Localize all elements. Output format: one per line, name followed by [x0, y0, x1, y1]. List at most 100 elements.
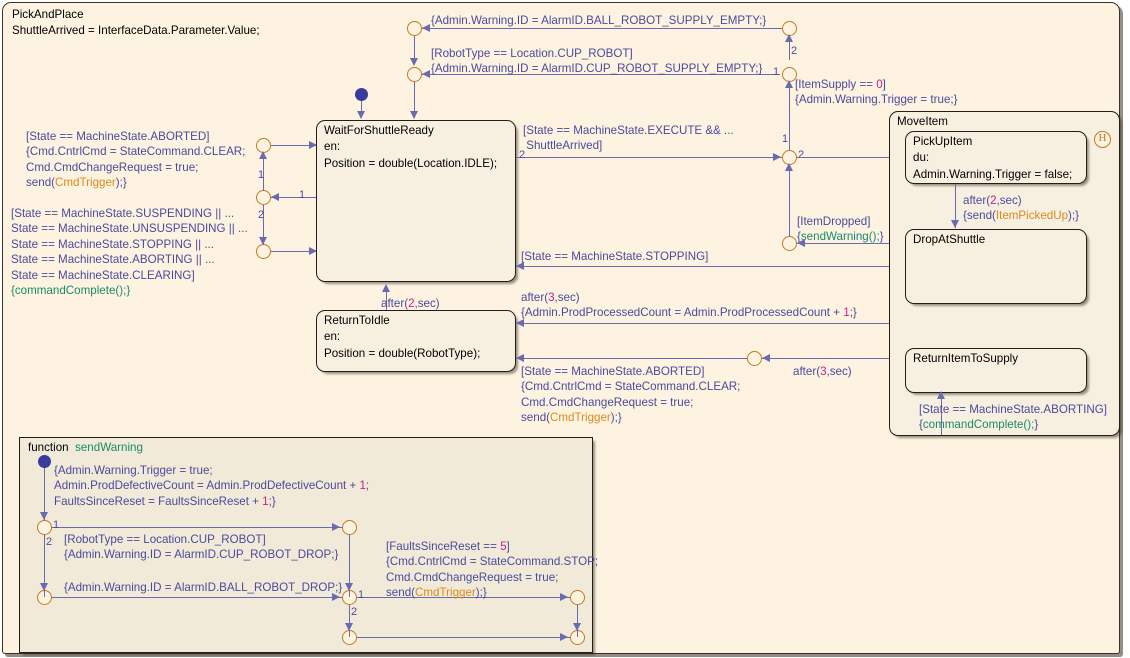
line-fn-ball-vert	[44, 535, 46, 597]
label-fn-cup-branch: [RobotType == Location.CUP_ROBOT] {Admin.…	[64, 532, 338, 563]
after3-pc-pre: after(	[521, 291, 549, 304]
after2-post: ,sec)	[414, 297, 440, 310]
aborted-left-l4-post: );}	[115, 176, 127, 190]
aborted-mid-l4-pre: send(	[521, 411, 551, 425]
label-cup-robot-cond: [RobotType == Location.CUP_ROBOT]	[431, 47, 633, 60]
after2-num: 2	[408, 297, 415, 310]
line-aborting-inner	[941, 393, 943, 435]
arrow-item-dropped-up	[785, 163, 793, 171]
junction-fn-branch[interactable]	[37, 520, 52, 535]
arrow-default-transition	[357, 111, 365, 119]
junction-cup-supply-left[interactable]	[407, 67, 422, 82]
label-fn-entry: {Admin.Warning.Trigger = true;Admin.Prod…	[54, 463, 369, 509]
state-return-item-label: ReturnItemToSupply	[913, 351, 1082, 367]
aborting-inner-l1: [State == MachineState.ABORTING]	[919, 403, 1107, 416]
junction-mid-left[interactable]	[256, 190, 271, 205]
fn-entry-l2-num: 1	[359, 479, 366, 493]
after2-pre: after(	[381, 297, 409, 310]
fn-entry-l3-pre: FaultsSinceReset = FaultsSinceReset +	[54, 494, 263, 508]
fn-cup-l2: {Admin.Warning.ID = AlarmID.CUP_ROBOT_DR…	[64, 548, 339, 562]
function-keyword: function	[28, 441, 69, 454]
label-aborted-mid: [State == MachineState.ABORTED]{Cmd.Cntr…	[521, 364, 740, 426]
fn-entry-l2-post: ;	[365, 479, 370, 493]
arrow-pickup-to-drop	[951, 220, 959, 228]
aborted-mid-l1: [State == MachineState.ABORTED]	[521, 365, 705, 378]
arrow-cup-to-wait	[410, 111, 418, 119]
label-fn-ball-branch: {Admin.Warning.ID = AlarmID.BALL_ROBOT_D…	[64, 581, 343, 594]
state-return-idle-action: Position = double(RobotType);	[324, 346, 481, 360]
fn-cup-l1: [RobotType == Location.CUP_ROBOT]	[64, 533, 266, 546]
arrow-execute-to-junc	[773, 153, 781, 161]
item-supply-cond-num: 0	[876, 78, 883, 91]
junction-ball-supply-left[interactable]	[407, 21, 422, 36]
arrow-aborted-mid-right	[762, 354, 770, 362]
arrow-fn-faults-down	[573, 623, 581, 631]
fn-faults-l1-pre: [FaultsSinceReset ==	[386, 540, 501, 553]
state-drop-name: DropAtShuttle	[913, 233, 986, 246]
line-pickup-to-drop	[955, 184, 957, 228]
state-wait-en: en:	[324, 140, 341, 154]
line-stopping	[516, 266, 905, 268]
history-junction[interactable]: H	[1094, 131, 1111, 148]
order-fn-cup: 1	[53, 519, 60, 531]
item-dropped-l1: [ItemDropped]	[797, 215, 871, 228]
line-suspending-to-state	[271, 251, 317, 253]
line-execute-to-junc	[516, 157, 782, 159]
arrow-right-junc-chain	[785, 34, 793, 42]
state-drop-at-shuttle[interactable]: DropAtShuttle	[905, 229, 1087, 304]
junction-item-dropped[interactable]	[782, 236, 797, 251]
aborted-mid-l3: Cmd.CmdChangeRequest = true;	[521, 395, 694, 409]
superstate-move-item-label: MoveItem	[897, 115, 948, 128]
label-after3-prodcount: after(3,sec){Admin.ProdProcessedCount = …	[521, 290, 857, 321]
line-return-to-wait	[386, 286, 388, 310]
junction-fn-cup-dest[interactable]	[342, 520, 357, 535]
arrow-stopping	[516, 262, 524, 270]
arrow-aborted-mid-left	[516, 354, 524, 362]
junction-aborted-mid[interactable]	[747, 351, 762, 366]
default-transition-dot	[355, 88, 368, 101]
fn-faults-l2: {Cmd.CntrlCmd = StateCommand.STOP;	[386, 555, 599, 569]
junction-fn-faults-dest[interactable]	[570, 590, 585, 605]
aborted-left-l4-pre: send(	[26, 176, 56, 190]
after2pu-l2-post: );}	[1068, 209, 1080, 223]
fn-faults-l1-num: 5	[500, 540, 507, 553]
arrow-aborting-inner	[937, 391, 945, 399]
aborted-left-l4-event: CmdTrigger	[55, 176, 116, 190]
aborting-inner-l2-post: }	[1034, 418, 1039, 432]
after2pu-num: 2	[990, 194, 997, 207]
line-item-supply	[789, 82, 791, 157]
line-state-to-mid	[271, 197, 317, 199]
order-execute-dst: 2	[798, 149, 805, 161]
item-supply-cond-pre: [ItemSupply ==	[795, 78, 877, 91]
order-fn-merge-down: 2	[351, 606, 358, 618]
arrow-fn-cup-branch	[332, 523, 340, 531]
function-default-dot	[38, 455, 51, 468]
line-fn-cup-branch	[52, 527, 342, 529]
state-return-item-to-supply[interactable]: ReturnItemToSupply	[905, 348, 1087, 393]
line-drop-to-itemdropped	[797, 243, 905, 245]
label-aborting-inner: [State == MachineState.ABORTING]{command…	[919, 402, 1107, 433]
state-pickup-du: du:	[913, 151, 930, 165]
junction-suspending-left[interactable]	[256, 244, 271, 259]
line-fn-merge-down	[349, 605, 351, 637]
arrow-fn-ball-branch	[332, 593, 340, 601]
state-wait-action: Position = double(Location.IDLE);	[324, 156, 498, 170]
aborted-mid-l4-post: );}	[610, 411, 622, 425]
arrow-state-to-mid	[271, 193, 279, 201]
arrow-fn-bottom	[560, 633, 568, 641]
arrow-ball-supply	[422, 24, 430, 32]
state-return-idle-name: ReturnToIdle	[324, 314, 390, 327]
suspending-l4: State == MachineState.ABORTING || ...	[11, 253, 215, 267]
suspending-l5: State == MachineState.CLEARING]	[11, 268, 195, 282]
line-aborted-to-state	[271, 145, 317, 147]
item-dropped-l2-pre: {	[797, 230, 801, 244]
function-box-send-warning[interactable]: function sendWarning {Admin.Warning.Trig…	[19, 437, 598, 653]
state-pickup-name: PickUpItem	[913, 135, 973, 148]
label-fn-faults: [FaultsSinceReset == 5]{Cmd.CntrlCmd = S…	[386, 539, 598, 601]
